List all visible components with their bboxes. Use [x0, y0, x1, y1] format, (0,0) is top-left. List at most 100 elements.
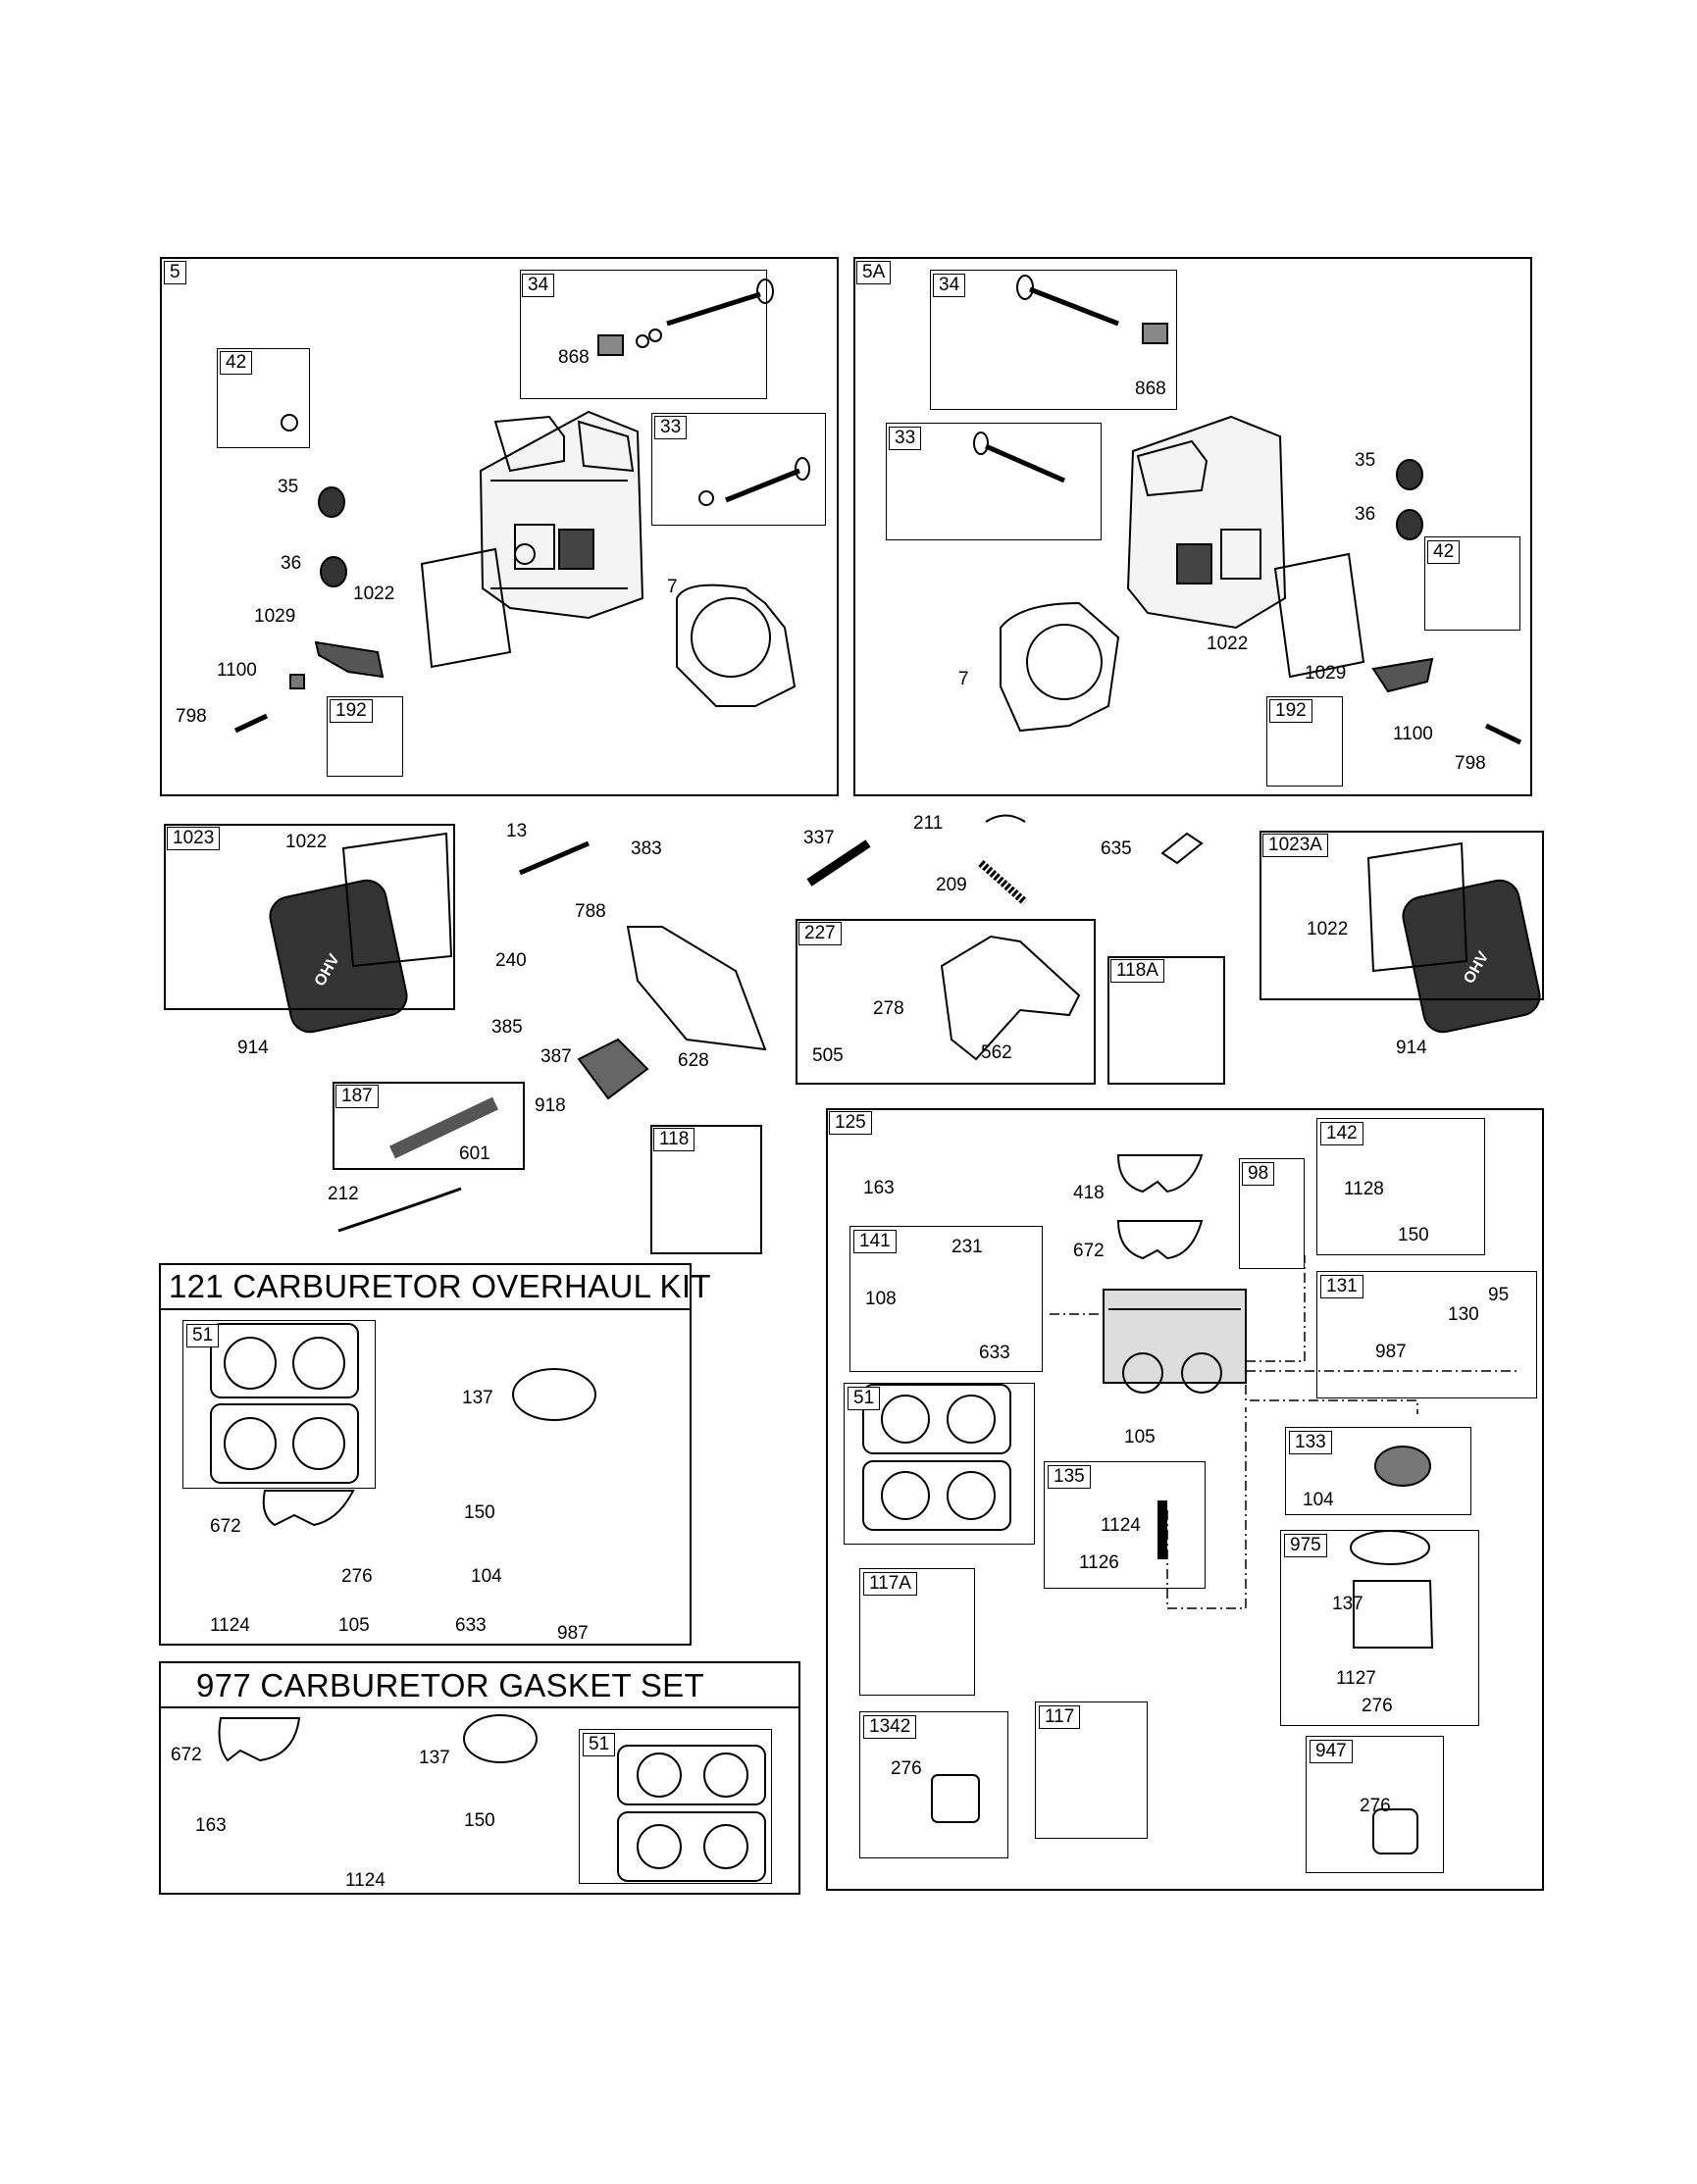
subkit-133-tag: 133 — [1289, 1431, 1332, 1454]
panel-tag-227: 227 — [798, 922, 842, 945]
kit121-part-633: 633 — [455, 1615, 487, 1636]
subkit-1342-box — [859, 1711, 1008, 1858]
kit121-part-150: 150 — [464, 1502, 495, 1523]
part-635: 635 — [1101, 838, 1132, 859]
part-1022a: 1022 — [1207, 634, 1249, 654]
subkit-192a-tag: 192 — [1269, 699, 1312, 723]
part-1022-cover-b: 1022 — [1307, 919, 1349, 940]
part-240: 240 — [495, 950, 527, 971]
subkit-42a-tag: 42 — [1427, 540, 1461, 564]
part-601: 601 — [459, 1143, 490, 1164]
part-914-right: 914 — [1396, 1038, 1427, 1058]
part-1029: 1029 — [254, 606, 296, 627]
kit-121-title-rule — [159, 1308, 692, 1310]
subkit-117a-box — [859, 1568, 975, 1696]
part-163-carb: 163 — [863, 1178, 895, 1198]
subkit-142-box — [1316, 1118, 1485, 1255]
part-798: 798 — [176, 706, 207, 727]
subkit-117-tag: 117 — [1039, 1705, 1081, 1729]
panel-kit-118a — [1107, 956, 1225, 1085]
panel-bracket-227 — [796, 919, 1096, 1085]
part-130: 130 — [1448, 1304, 1479, 1325]
kit-977-subkit-51-tag: 51 — [583, 1733, 616, 1756]
kit-121-subkit-51-tag: 51 — [186, 1324, 220, 1347]
subkit-98-tag: 98 — [1242, 1162, 1275, 1186]
subkit-117-box — [1035, 1701, 1148, 1839]
subkit-42-box — [217, 348, 310, 448]
part-7a: 7 — [958, 669, 969, 689]
subkit-33a-box — [886, 423, 1102, 540]
subkit-51-carb-box — [844, 1383, 1035, 1545]
panel-cylinder-head-5a — [853, 257, 1532, 796]
part-868a: 868 — [1135, 379, 1166, 399]
panel-tag-1023: 1023 — [167, 827, 221, 850]
subkit-133-box — [1285, 1427, 1471, 1515]
subkit-141-tag: 141 — [853, 1230, 897, 1253]
subkit-33-tag: 33 — [654, 416, 688, 439]
kit-977-title-rule — [159, 1706, 800, 1708]
part-276-1342: 276 — [891, 1758, 922, 1779]
kit121-part-104: 104 — [471, 1566, 502, 1587]
part-418: 418 — [1073, 1183, 1105, 1203]
subkit-142-tag: 142 — [1320, 1122, 1363, 1145]
part-385: 385 — [491, 1017, 523, 1038]
subkit-51-carb-tag: 51 — [848, 1387, 881, 1410]
panel-tag-118: 118 — [653, 1128, 695, 1151]
part-788: 788 — [575, 901, 606, 922]
panel-kit-121 — [159, 1263, 692, 1646]
kit-977-subkit-51 — [579, 1729, 772, 1884]
panel-valve-cover-1023 — [164, 824, 455, 1010]
part-209: 209 — [936, 875, 967, 895]
subkit-947-tag: 947 — [1310, 1740, 1353, 1763]
part-212: 212 — [328, 1184, 359, 1204]
subkit-34-box — [520, 270, 767, 399]
part-633-carb: 633 — [979, 1343, 1010, 1363]
kit121-part-987: 987 — [557, 1623, 589, 1644]
part-278: 278 — [873, 998, 904, 1019]
kit121-part-105: 105 — [338, 1615, 370, 1636]
subkit-34a-box — [930, 270, 1177, 410]
part-1022: 1022 — [353, 584, 395, 604]
kit977-part-150: 150 — [464, 1810, 495, 1831]
panel-breather-tube-187 — [333, 1082, 525, 1170]
part-505: 505 — [812, 1045, 844, 1066]
part-231: 231 — [951, 1237, 983, 1257]
part-105-carb: 105 — [1124, 1427, 1156, 1448]
part-137-carb: 137 — [1332, 1594, 1363, 1614]
panel-tag-1023a: 1023A — [1262, 834, 1328, 857]
kit121-part-137: 137 — [462, 1388, 493, 1408]
panel-tag-5a: 5A — [856, 261, 892, 284]
kit-977-title: 977 CARBURETOR GASKET SET — [196, 1667, 704, 1703]
part-1128: 1128 — [1344, 1179, 1384, 1199]
part-95: 95 — [1488, 1285, 1510, 1305]
subkit-975-box — [1280, 1530, 1479, 1726]
part-1124-carb: 1124 — [1101, 1515, 1141, 1536]
part-672-carb: 672 — [1073, 1241, 1105, 1261]
part-211: 211 — [913, 813, 944, 834]
panel-carburetor-125 — [826, 1108, 1544, 1891]
panel-tag-5: 5 — [164, 261, 186, 284]
subkit-117a-tag: 117A — [863, 1572, 917, 1596]
panel-tag-118a: 118A — [1110, 959, 1164, 983]
part-914-left: 914 — [237, 1038, 269, 1058]
kit-121-subkit-51 — [182, 1320, 376, 1489]
part-987-carb: 987 — [1375, 1342, 1407, 1362]
part-387: 387 — [540, 1046, 572, 1067]
subkit-42-tag: 42 — [220, 351, 253, 375]
part-35: 35 — [278, 477, 299, 497]
kit-121-title: 121 CARBURETOR OVERHAUL KIT — [169, 1268, 711, 1304]
part-36: 36 — [281, 553, 302, 574]
panel-kit-977 — [159, 1661, 800, 1895]
subkit-192-tag: 192 — [330, 699, 373, 723]
part-1127: 1127 — [1336, 1668, 1376, 1689]
kit977-part-137: 137 — [419, 1748, 450, 1768]
part-1126: 1126 — [1079, 1552, 1119, 1573]
part-276-947: 276 — [1360, 1796, 1391, 1816]
part-104-carb: 104 — [1303, 1490, 1334, 1510]
part-798a: 798 — [1455, 753, 1486, 774]
subkit-131-tag: 131 — [1320, 1275, 1363, 1298]
part-1100a: 1100 — [1393, 724, 1433, 744]
subkit-33a-tag: 33 — [889, 427, 922, 450]
part-1022-cover: 1022 — [285, 832, 328, 852]
